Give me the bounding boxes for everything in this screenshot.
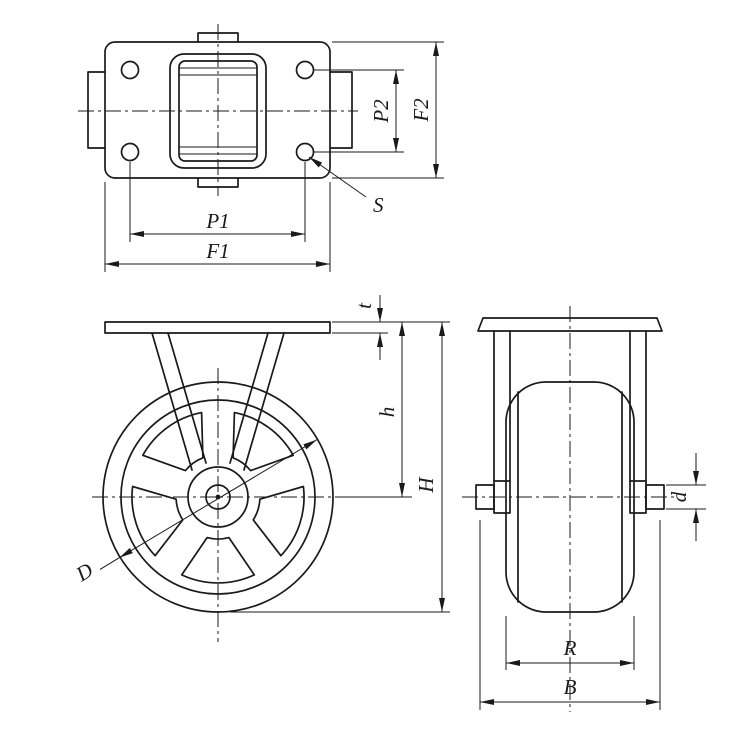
- side-view: d R B: [462, 306, 706, 712]
- top-view: P2 F2 S P1 F1: [78, 24, 444, 272]
- dim-label-R: R: [563, 636, 577, 660]
- dim-label-p2: P2: [369, 99, 393, 124]
- side-view-dimensions: d R B: [479, 453, 706, 710]
- dim-label-f2: F2: [409, 98, 433, 123]
- front-view-dimensions: t h H D: [71, 295, 450, 613]
- front-view-centerlines: [92, 368, 348, 642]
- bolt-hole: [120, 60, 140, 80]
- dim-label-p1: P1: [205, 209, 229, 233]
- fork-leg-front: [151, 332, 285, 471]
- dim-label-s: S: [373, 193, 384, 217]
- dim-label-d: d: [667, 491, 691, 502]
- d-leader-tail: [99, 557, 120, 570]
- top-plate-side: [477, 317, 663, 332]
- plate-left-ear: [87, 71, 106, 149]
- top-view-centerlines: [78, 24, 358, 196]
- dim-label-t: t: [352, 302, 376, 309]
- dim-label-f1: F1: [205, 239, 229, 263]
- d-diameter-line: [119, 439, 318, 559]
- front-view: t h H D: [71, 295, 450, 642]
- bolt-hole: [120, 142, 140, 162]
- side-view-centerlines: [462, 306, 676, 712]
- s-leader-line: [308, 156, 367, 198]
- dim-label-B: B: [564, 675, 577, 699]
- mounting-plate-outline: [104, 41, 331, 179]
- dim-label-D: D: [71, 558, 97, 587]
- top-view-dimensions: P2 F2 S P1 F1: [104, 41, 444, 272]
- bolt-hole: [295, 60, 315, 80]
- plate-right-ear: [329, 71, 353, 149]
- top-view-object: [87, 32, 353, 188]
- wheel-tread-lines: [179, 67, 257, 155]
- top-plate-front: [104, 321, 331, 334]
- dim-label-H: H: [414, 476, 438, 494]
- dim-label-h: h: [375, 407, 399, 418]
